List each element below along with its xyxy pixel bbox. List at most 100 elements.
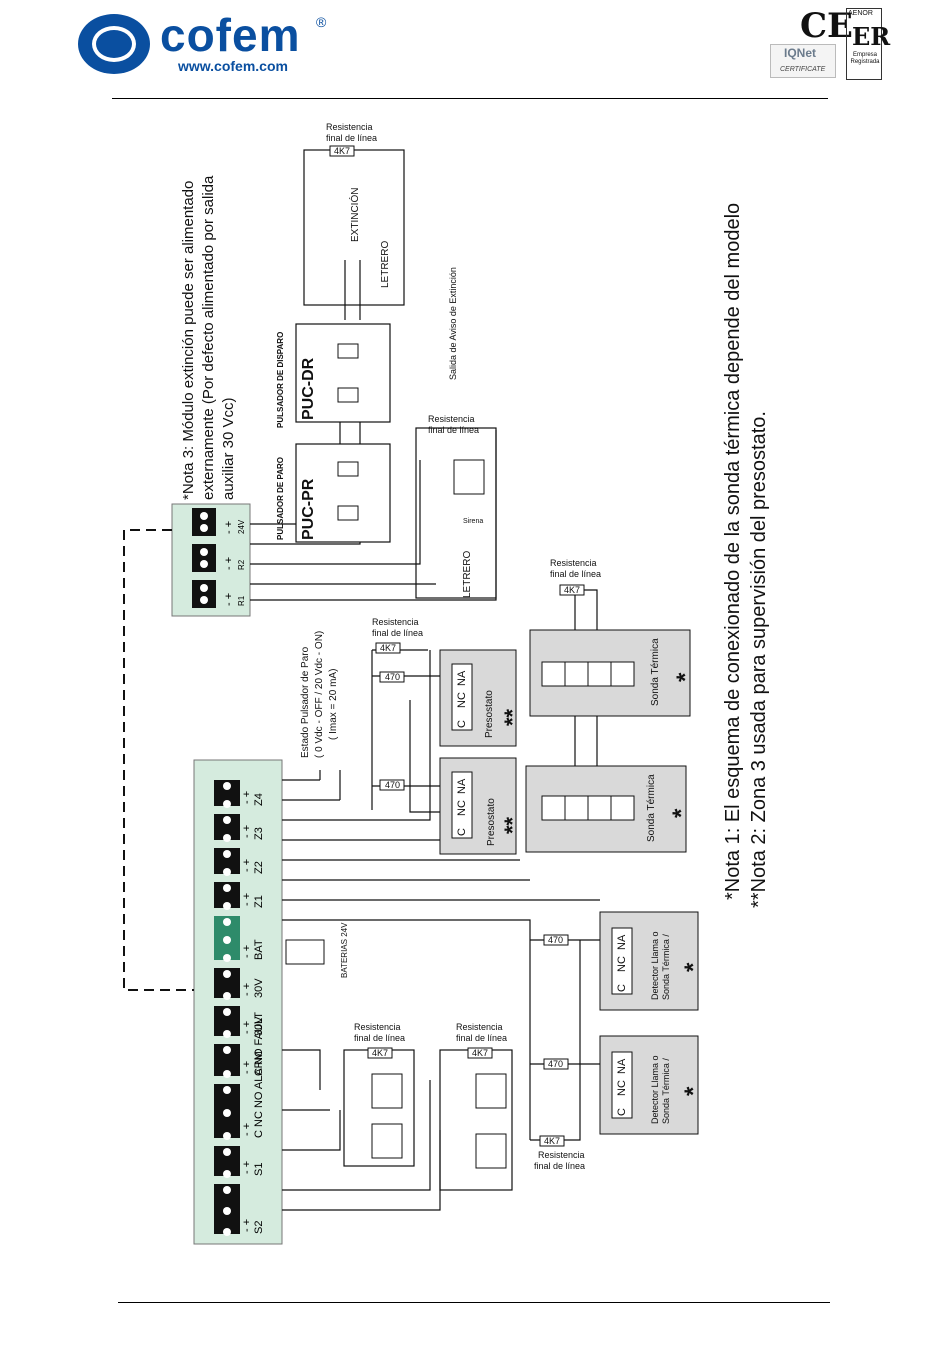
res-label-ext: Resistencia [326,122,373,132]
res-sub-s1: final de línea [354,1033,405,1043]
terminal-label: S1 [253,1163,265,1176]
pres2-nc: NC [456,800,468,816]
ce-mark: CE [800,6,853,46]
presostato-label-1: Presostato [484,690,495,738]
r4k7-s2: 4K7 [472,1048,488,1058]
detector-label-1a: Detector Llama o [650,931,660,1000]
screw-icon [223,1008,231,1016]
aux-terminal-label: R2 [237,559,246,570]
terminal-polarity: - + [241,1021,253,1034]
screw-icon [223,1170,231,1178]
res-label-s2: Resistencia [456,1022,503,1032]
pres1-na: NA [456,670,468,686]
sonda-star-2: * [668,808,695,818]
screw-icon [223,782,231,790]
screw-icon [223,1228,231,1236]
presostato-box-1 [439,649,517,747]
screw-icon [223,1070,231,1078]
cofem-logo-icon [78,14,150,74]
r470-pres-2: 470 [385,780,400,790]
r4k7-ext: 4K7 [334,146,350,156]
diagram-text-labels: Resistencia final de línea 4K7 Resistenc… [326,122,601,1171]
pres2-c: C [456,828,468,836]
screw-icon [223,1109,231,1117]
screw-icon [223,1207,231,1215]
screw-icon [200,560,208,568]
res-sub-det: final de línea [534,1161,585,1171]
siren-icons [371,459,507,1169]
aux-terminal-polarity: - + [223,521,235,534]
detector-label-2b: Sonda Térmica / [661,1058,671,1124]
puc-pr-box [295,443,391,543]
r4k7-s1: 4K7 [372,1048,388,1058]
terminal-polarity: - + [241,859,253,872]
puc-dr-box [295,323,391,423]
pres1-nc: NC [456,692,468,708]
screw-icon [200,596,208,604]
iqnet-label: IQNet [784,46,817,60]
res-sub-pres: final de línea [372,628,423,638]
terminal-label: Z3 [253,827,265,840]
presostato-label-2: Presostato [486,798,497,846]
screw-icon [200,548,208,556]
puc-dr-label: PUC-DR [300,357,317,420]
res-label-s1: Resistencia [354,1022,401,1032]
estado-pulsador-l2: ( 0 Vdc - OFF / 20 Vdc - ON) [314,630,325,758]
footer-divider [118,1302,830,1303]
pulsador-disparo-label: PULSADOR DE DISPARO [276,331,285,428]
screw-icon [223,1186,231,1194]
r470-pres-1: 470 [385,672,400,682]
screw-icon [223,1148,231,1156]
brand-url: www.cofem.com [178,58,288,74]
terminal-label: C NO FAULT [253,1012,265,1076]
sonda-star-1: * [672,672,699,682]
res-sub-sonda: final de línea [550,569,601,579]
resistors [329,145,585,1147]
screw-icon [223,918,231,926]
screw-icon [223,816,231,824]
screw-icon [223,868,231,876]
screw-icon [223,850,231,858]
detector-terminals-1 [611,927,633,995]
sirena-aviso: Sirena [463,518,483,525]
puc-dr-terminal-2 [337,343,359,359]
puc-pr-terminal [337,505,359,521]
aenor-badge [846,8,882,80]
registered-mark: ® [316,14,327,30]
terminal-polarity: - + [241,1123,253,1136]
terminal-label: Z4 [253,793,265,806]
terminal-polarity: - + [241,1161,253,1174]
baterias-label: BATERIAS 24V [340,922,349,978]
terminal-polarity: - + [241,825,253,838]
res-label-pres: Resistencia [372,617,419,627]
presostato-terminals-2 [451,771,473,839]
screw-icon [223,902,231,910]
letrero-ext-label: LETRERO [380,240,391,288]
terminal-label: S2 [253,1221,265,1234]
detector-terminals-2 [611,1051,633,1119]
aux-terminal-polarity: - + [223,557,235,570]
screw-icon [223,936,231,944]
presostato-terminals-1 [451,663,473,731]
iqnet-badge [770,44,836,78]
r470-det-1: 470 [548,935,563,945]
puc-pr-terminal-2 [337,461,359,477]
screw-icon [223,954,231,962]
terminal-label: 30V [253,978,265,998]
det2-c: C [616,1108,628,1116]
aux-terminal-label: 24V [237,519,246,534]
puc-dr-terminal [337,387,359,403]
presostato-dstar-1: ** [500,708,525,726]
det1-c: C [616,984,628,992]
det1-na: NA [616,934,628,950]
main-terminal-blocks [214,780,240,1236]
screw-icon [223,884,231,892]
r470-det-2: 470 [548,1059,563,1069]
detector-star-1: * [680,962,707,972]
terminal-polarity: - + [241,983,253,996]
det1-nc: NC [616,956,628,972]
res-label-sonda: Resistencia [550,558,597,568]
header-divider [112,98,828,99]
screw-icon [223,800,231,808]
